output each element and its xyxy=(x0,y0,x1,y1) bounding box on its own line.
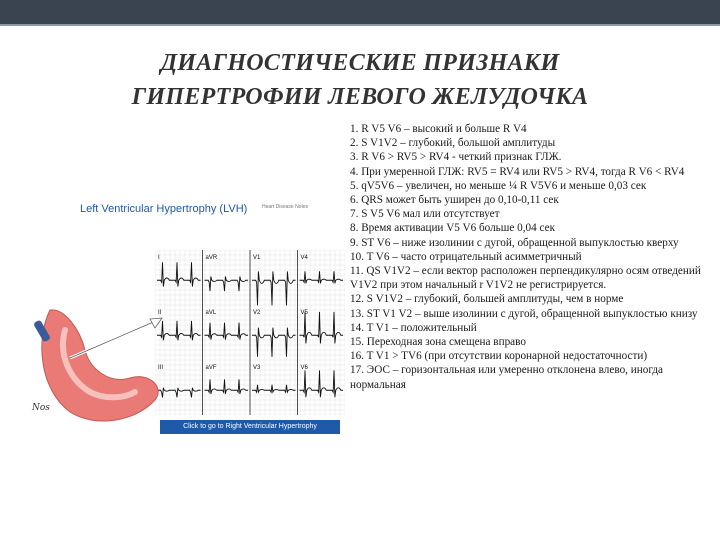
ecg-trace-v4 xyxy=(299,271,343,284)
criteria-item: 4. При умеренной ГЛЖ: RV5 = RV4 или RV5 … xyxy=(350,165,685,178)
ecg-trace-iii xyxy=(157,387,201,398)
heart-illustration: Nos xyxy=(31,309,163,422)
slide-title: ДИАГНОСТИЧЕСКИЕ ПРИЗНАКИ ГИПЕРТРОФИИ ЛЕВ… xyxy=(60,46,660,114)
criteria-item: 14. T V1 – положительный xyxy=(350,321,477,334)
lead-label: aVL xyxy=(206,310,217,316)
catheter-icon xyxy=(34,320,50,342)
figure-credit: Heart Disease Notes xyxy=(262,204,309,210)
artist-signature: Nos xyxy=(31,403,50,413)
lead-label: III xyxy=(158,365,163,371)
ecg-trace-v2 xyxy=(252,327,296,357)
criteria-item: 17. ЭОС – горизонтальная или умеренно от… xyxy=(350,364,664,391)
top-bar-accent xyxy=(0,24,720,26)
ecg-trace-avl xyxy=(204,322,248,340)
ecg-trace-avr xyxy=(204,276,248,292)
criteria-item: 10. T V6 – часто отрицательный асимметри… xyxy=(350,250,582,263)
figure-footer-link[interactable]: Click to go to Right Ventricular Hypertr… xyxy=(160,420,340,434)
criteria-item: 16. T V1 > TV6 (при отсутствии коронарно… xyxy=(350,350,648,363)
criteria-item: 12. S V1V2 – глубокий, большей амплитуды… xyxy=(350,293,624,306)
vector-arrow-outline xyxy=(69,319,159,359)
lead-label: aVR xyxy=(206,255,218,261)
ecg-trace-v3 xyxy=(252,384,296,394)
lead-label: aVF xyxy=(206,365,217,371)
lead-label: V1 xyxy=(253,255,261,261)
ecg-trace-avf xyxy=(204,379,248,395)
title-line-2: ГИПЕРТРОФИИ ЛЕВОГО ЖЕЛУДОЧКА xyxy=(131,84,589,110)
ecg-trace-ii xyxy=(157,320,201,341)
lead-label: I xyxy=(158,255,160,261)
figure-heading: Left Ventricular Hypertrophy (LVH) xyxy=(80,203,248,215)
ecg-trace-i xyxy=(157,262,201,287)
vector-arrow-head xyxy=(149,317,163,329)
criteria-list: 1. R V5 V6 – высокий и больше R V4 2. S … xyxy=(350,122,715,392)
lead-label: V3 xyxy=(253,365,261,371)
criteria-item: 2. S V1V2 – глубокий, большой амплитуды xyxy=(350,137,556,150)
criteria-item: 7. S V5 V6 мал или отсутствует xyxy=(350,208,500,221)
title-line-1: ДИАГНОСТИЧЕСКИЕ ПРИЗНАКИ xyxy=(160,50,560,76)
lead-label: V4 xyxy=(301,255,309,261)
lead-label: II xyxy=(158,310,162,316)
criteria-item: 9. ST V6 – ниже изолинии с дугой, обраще… xyxy=(350,236,679,249)
criteria-item: 3. R V6 > RV5 > RV4 - четкий признак ГЛЖ… xyxy=(350,151,562,164)
criteria-item: 5. qV5V6 – увеличен, но меньше ¼ R V5V6 … xyxy=(350,179,647,192)
ecg-trace-v5 xyxy=(299,311,343,344)
criteria-item: 6. QRS может быть уширен до 0,10-0,11 се… xyxy=(350,194,559,207)
criteria-item: 1. R V5 V6 – высокий и больше R V4 xyxy=(350,123,527,135)
criteria-item: 15. Переходная зона смещена вправо xyxy=(350,336,526,349)
ventricle-cavity xyxy=(60,327,138,401)
criteria-item: 13. ST V1 V2 – выше изолинии с дугой, об… xyxy=(350,307,698,320)
top-bar xyxy=(0,0,720,24)
criteria-item: 8. Время активации V5 V6 больше 0,04 сек xyxy=(350,222,556,235)
ecg-trace-v1 xyxy=(252,271,296,306)
lead-label: V6 xyxy=(301,365,309,371)
criteria-item: 11. QS V1V2 – если вектор расположен пер… xyxy=(350,265,701,292)
lead-label: V2 xyxy=(253,310,261,316)
lead-label: V5 xyxy=(301,310,309,316)
ecg-trace-v6 xyxy=(299,370,343,398)
ecg-traces xyxy=(157,262,343,398)
